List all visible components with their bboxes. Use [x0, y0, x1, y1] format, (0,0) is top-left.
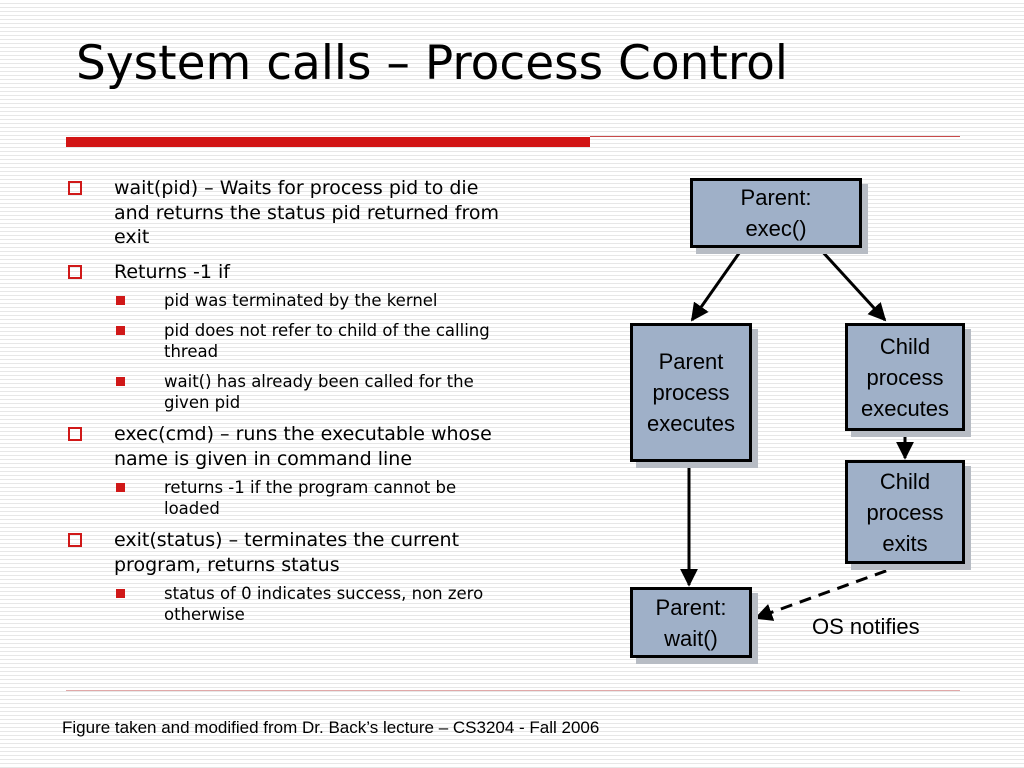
node-child-process: Child process executes: [845, 323, 965, 431]
bullet-wait: wait(pid) – Waits for process pid to die…: [66, 176, 506, 250]
node-parent-process: Parent process executes: [630, 323, 752, 462]
edge-os-notify: [754, 562, 906, 621]
node-parent-exec: Parent: exec(): [690, 178, 862, 248]
bullet-list: wait(pid) – Waits for process pid to die…: [66, 176, 506, 634]
node-parent-exec-label: Parent: exec(): [740, 185, 812, 241]
slide-title: System calls – Process Control: [76, 36, 788, 91]
node-parent-process-label: Parent process executes: [646, 349, 736, 436]
sub-bullet: pid was terminated by the kernel: [116, 290, 506, 311]
node-parent-wait-label: Parent: wait(): [655, 594, 727, 651]
bullet-exec: exec(cmd) – runs the executable whose na…: [66, 422, 506, 471]
node-child-process-label: Child process executes: [860, 333, 950, 421]
footer-caption: Figure taken and modified from Dr. Back’…: [62, 718, 600, 737]
edge-exec-to-child: [818, 247, 887, 322]
node-child-exits: Child process exits: [845, 460, 965, 564]
node-parent-wait: Parent: wait(): [630, 587, 752, 658]
footer-divider: [66, 690, 960, 691]
sub-bullet: pid does not refer to child of the calli…: [116, 320, 506, 362]
bullet-exit: exit(status) – terminates the current pr…: [66, 528, 506, 577]
title-underline-accent: [66, 137, 590, 147]
node-child-exits-label: Child process exits: [866, 468, 944, 556]
edge-exec-to-parent: [690, 248, 744, 322]
sub-bullet: returns -1 if the program cannot be load…: [116, 477, 506, 519]
sub-bullet: status of 0 indicates success, non zero …: [116, 583, 506, 625]
sub-bullet: wait() has already been called for the g…: [116, 371, 506, 413]
bullet-returns: Returns -1 if: [66, 260, 506, 285]
os-notifies-label: OS notifies: [812, 614, 920, 639]
title-underline-thin: [590, 136, 960, 137]
